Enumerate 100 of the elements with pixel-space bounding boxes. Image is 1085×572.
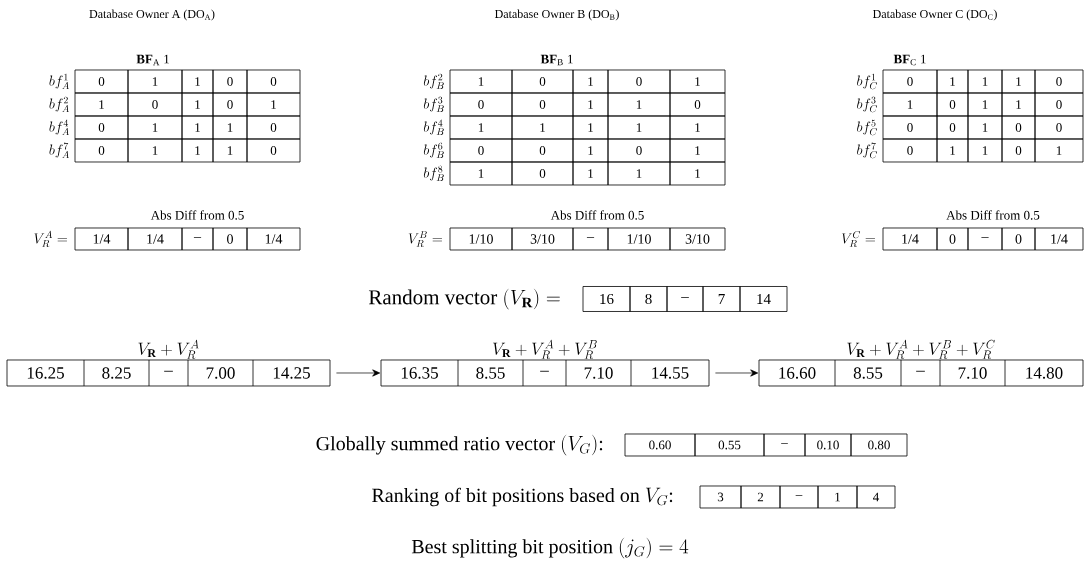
table-cell: 0 — [212, 69, 248, 94]
row-label: $bf_A^2$ — [49, 96, 69, 113]
table-cell: 1 — [572, 69, 609, 94]
vector-label: $V_R^C =$ — [841, 230, 875, 247]
arrow — [715, 369, 759, 377]
row-label: $bf_B^8$ — [423, 165, 444, 182]
panel-heading: Database Owner C (DO$_{C}$) — [872, 9, 997, 21]
result-text: $\mbox{Best splitting bit position }(j_G) = 4$ — [411, 537, 689, 559]
table-cell: 0 — [212, 227, 248, 251]
table-cell: 0 — [1034, 92, 1084, 117]
table-cell: – — [967, 227, 1003, 251]
table-cell: 0 — [449, 138, 513, 163]
table-cell: 0 — [882, 138, 938, 163]
table-cell: 1 — [669, 69, 726, 94]
row-label: $bf_C^7$ — [857, 142, 878, 159]
table-cell: 1 — [572, 92, 609, 117]
table-cell: 0 — [1034, 69, 1084, 94]
table-cell: 1 — [127, 138, 183, 163]
table-cell: 0 — [882, 69, 938, 94]
table-cell: 3/10 — [511, 227, 574, 251]
row-label: $bf_A^4$ — [49, 119, 69, 136]
row-label: $bf_C^3$ — [857, 96, 878, 113]
table-cell: 8 — [629, 286, 668, 312]
vector-label: $V_R^A =$ — [34, 230, 67, 247]
table-cell: 4 — [856, 485, 896, 509]
cell-value: 7.10 — [958, 367, 987, 379]
table-cell: 0 — [74, 138, 129, 163]
row-label: $bf_B^4$ — [423, 119, 444, 136]
table-cell: 1 — [936, 138, 969, 163]
table-cell: 0 — [607, 69, 671, 94]
table-title: BF$_{C}$ 1 — [893, 54, 926, 66]
table-cell: 0 — [449, 92, 513, 117]
table-cell: 1/4 — [1034, 227, 1084, 251]
table-cell: 0 — [669, 92, 726, 117]
table-cell: 0.10 — [804, 433, 852, 457]
table-cell: 14 — [739, 286, 788, 312]
vector-title: Abs Diff from 0.5 — [946, 210, 1040, 220]
table-cell: 2 — [740, 485, 781, 509]
vector-label: $\mbox{Ranking of bit positions based on }V_G\mbox{:}$ — [372, 487, 673, 507]
table-cell: 1 — [127, 115, 183, 140]
row-label: $bf_A^1$ — [49, 73, 69, 90]
vector-title: Abs Diff from 0.5 — [550, 210, 644, 220]
table-cell: 1 — [669, 161, 726, 186]
vector-label: $\mbox{Globally summed ratio vector }(V_G)\mbox{:}$ — [316, 434, 603, 456]
table-cell: – — [572, 227, 609, 251]
table-cell: 0 — [936, 92, 969, 117]
table-cell: 0 — [936, 227, 969, 251]
vector-heading: $V_{\mathbf{R}} + V_R^A + V_R^B$ — [493, 339, 597, 360]
table-cell: 0 — [511, 138, 574, 163]
table-cell: 0 — [74, 115, 129, 140]
table-cell: – — [779, 485, 819, 509]
table-cell: 1 — [212, 115, 248, 140]
cell-value: 14.80 — [1026, 367, 1063, 379]
table-cell: 0 — [246, 69, 301, 94]
vector-box — [380, 339, 710, 387]
table-cell: 1/4 — [127, 227, 183, 251]
table-cell: 0 — [936, 115, 969, 140]
table-cell: 0.80 — [850, 433, 908, 457]
cell-value: 16.25 — [27, 367, 64, 379]
table-cell: 1/10 — [607, 227, 671, 251]
table-cell: 1/4 — [74, 227, 129, 251]
vector-box — [6, 339, 331, 387]
cell-value: – — [164, 370, 173, 372]
table-cell: 1 — [449, 161, 513, 186]
table-cell: – — [763, 433, 806, 457]
cell-value: 8.55 — [476, 367, 505, 379]
table-title: BF$_{A}$ 1 — [136, 54, 169, 66]
cell-value: 7.10 — [584, 367, 613, 379]
cell-value: 8.55 — [853, 367, 883, 379]
table-cell: 1/4 — [882, 227, 938, 251]
table-cell: 1 — [74, 92, 129, 117]
cell-value: 8.25 — [102, 367, 131, 379]
table-cell: 1 — [572, 161, 609, 186]
cell-value: 14.55 — [652, 367, 689, 379]
table-cell: 7 — [702, 286, 741, 312]
cell-value: 14.25 — [273, 367, 310, 379]
table-cell: 1 — [181, 138, 214, 163]
table-cell: 0 — [1001, 227, 1036, 251]
table-cell: – — [666, 286, 704, 312]
vector-label: $\mbox{Random vector }(V_{\mathbf{R}}) =$ — [368, 288, 560, 310]
table-cell: 0 — [511, 92, 574, 117]
table-cell: 1 — [669, 138, 726, 163]
table-cell: 1 — [607, 92, 671, 117]
table-cell: 1 — [967, 92, 1003, 117]
cell-value: 7.00 — [206, 367, 235, 379]
table-cell: 1 — [1001, 92, 1036, 117]
table-cell: 1 — [181, 92, 214, 117]
table-cell: – — [181, 227, 214, 251]
cell-value: 16.60 — [779, 367, 816, 379]
table-cell: 1 — [1001, 69, 1036, 94]
table-cell: 0 — [511, 69, 574, 94]
row-label: $bf_C^5$ — [857, 119, 878, 136]
table-cell: 0.60 — [624, 433, 696, 457]
table-cell: 3/10 — [669, 227, 726, 251]
table-cell: 1 — [607, 115, 671, 140]
cell-value: 16.35 — [401, 367, 438, 379]
table-cell: 1 — [967, 138, 1003, 163]
table-cell: 1 — [607, 161, 671, 186]
arrow — [336, 369, 381, 377]
table-cell: 1/4 — [246, 227, 301, 251]
